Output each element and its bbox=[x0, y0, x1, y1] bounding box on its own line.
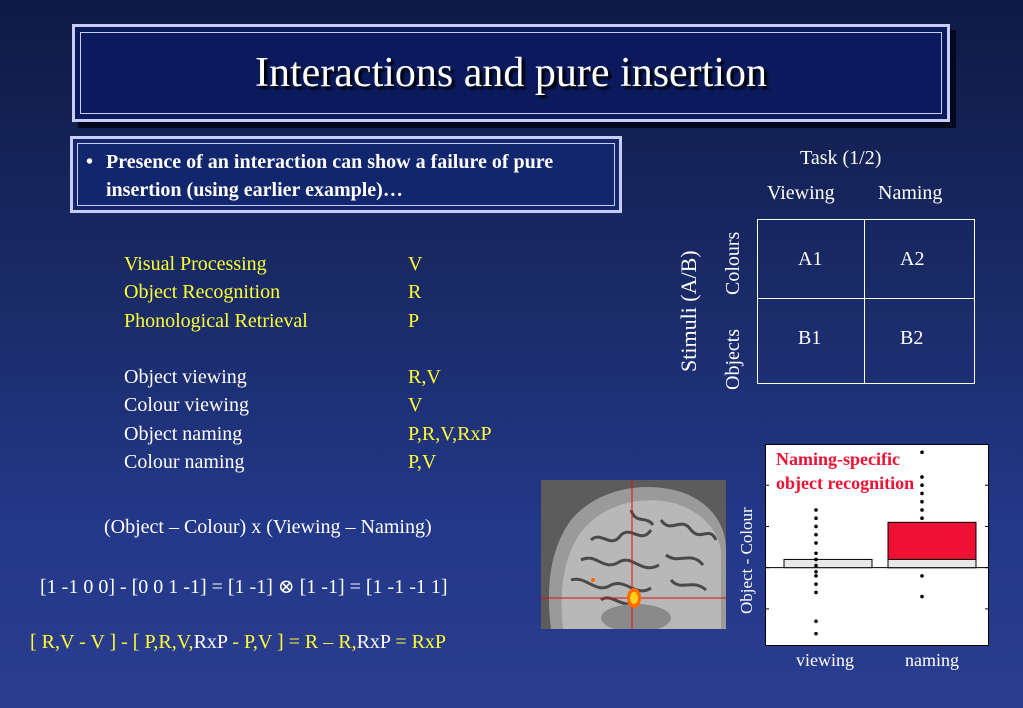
vector-equation: [1 -1 0 0] - [0 0 1 -1] = [1 -1] ⊗ [1 -1… bbox=[40, 576, 448, 598]
process-row: Visual Processing V bbox=[124, 250, 492, 278]
bar-viewing bbox=[783, 558, 873, 569]
process-name: Object Recognition bbox=[124, 281, 281, 304]
title-inner-frame: Interactions and pure insertion bbox=[80, 32, 942, 114]
bullet-inner-frame: • Presence of an interaction can show a … bbox=[77, 143, 615, 206]
cell-a1: A1 bbox=[798, 248, 823, 270]
data-point-naming bbox=[920, 491, 924, 496]
process-table: Visual Processing V Object Recognition R… bbox=[124, 250, 492, 476]
expansion-part: - P,V ] = R – R, bbox=[227, 631, 357, 653]
data-point-viewing bbox=[814, 516, 818, 521]
data-point-naming bbox=[920, 499, 924, 504]
plot-annotation: Naming-specific object recognition bbox=[776, 447, 915, 495]
expansion-part: RxP bbox=[356, 631, 391, 653]
cerebellum bbox=[601, 604, 671, 629]
grid-divider bbox=[758, 298, 974, 299]
data-point-viewing bbox=[814, 631, 818, 636]
cell-b2: B2 bbox=[900, 327, 924, 349]
plot-x-label-viewing: viewing bbox=[796, 650, 854, 670]
condition-code: R,V bbox=[408, 366, 441, 389]
rows-axis-label: Stimuli (A/B) bbox=[676, 250, 701, 372]
process-name: Visual Processing bbox=[124, 253, 267, 275]
condition-row: Object naming P,R,V,RxP bbox=[124, 420, 492, 448]
data-point-viewing bbox=[814, 524, 818, 529]
data-point-viewing bbox=[814, 569, 818, 574]
data-point-viewing bbox=[814, 619, 818, 624]
process-row: Phonological Retrieval P bbox=[124, 307, 492, 335]
bullet-frame: • Presence of an interaction can show a … bbox=[70, 136, 622, 213]
slide-title: Interactions and pure insertion bbox=[255, 50, 767, 96]
process-code: R bbox=[408, 281, 422, 304]
data-point-viewing bbox=[814, 590, 818, 595]
data-point-viewing bbox=[814, 557, 818, 562]
condition-name: Colour viewing bbox=[124, 394, 249, 417]
data-point-naming bbox=[920, 475, 924, 479]
expansion-part: = RxP bbox=[390, 631, 447, 653]
plot-annotation-line: Naming-specific bbox=[776, 449, 900, 469]
title-frame: Interactions and pure insertion bbox=[72, 24, 950, 122]
data-point-naming bbox=[920, 574, 924, 578]
condition-row: Colour viewing V bbox=[124, 391, 492, 419]
data-point-viewing bbox=[814, 541, 818, 545]
condition-row: Colour naming P,V bbox=[124, 448, 492, 476]
process-row: Object Recognition R bbox=[124, 278, 492, 306]
bullet-text: Presence of an interaction can show a fa… bbox=[106, 151, 554, 201]
condition-name: Object naming bbox=[124, 422, 243, 445]
brain-scan-svg bbox=[541, 480, 726, 629]
bullet-marker: • bbox=[86, 151, 94, 173]
plot-annotation-line: object recognition bbox=[776, 473, 915, 493]
grid-divider bbox=[864, 220, 865, 383]
process-name: Phonological Retrieval bbox=[124, 309, 308, 332]
condition-row: Object viewing R,V bbox=[124, 363, 492, 391]
bar-chart-svg bbox=[765, 444, 989, 646]
expansion-equation: [ R,V - V ] - [ P,R,V,RxP - P,V ] = R – … bbox=[30, 631, 446, 654]
row-label-objects: Objects bbox=[722, 328, 744, 390]
process-code: P bbox=[408, 309, 420, 332]
row-label-colours: Colours bbox=[722, 231, 744, 295]
data-point-naming bbox=[920, 508, 924, 512]
condition-code: P,R,V,RxP bbox=[408, 422, 492, 445]
data-point-naming bbox=[920, 516, 924, 521]
activation-spot bbox=[591, 578, 595, 582]
data-point-viewing bbox=[814, 563, 818, 568]
condition-name: Colour naming bbox=[124, 451, 245, 474]
data-point-naming bbox=[920, 483, 924, 488]
cell-a2: A2 bbox=[900, 248, 925, 270]
spacer bbox=[124, 335, 492, 363]
plot-y-label: Object - Colour bbox=[737, 507, 756, 614]
data-point-viewing bbox=[814, 532, 818, 537]
design-grid: A1 A2 B1 B2 bbox=[757, 219, 975, 384]
bar-naming-baseline bbox=[887, 558, 977, 569]
data-point-viewing bbox=[814, 582, 818, 586]
data-point-naming bbox=[920, 594, 924, 599]
expansion-part: [ R,V - V ] - [ P,R,V, bbox=[30, 631, 194, 653]
plot-x-label-naming: naming bbox=[905, 650, 959, 670]
column-label-viewing: Viewing bbox=[767, 182, 835, 204]
data-point-viewing bbox=[814, 574, 818, 578]
cell-b1: B1 bbox=[798, 327, 822, 349]
activation-core bbox=[630, 592, 638, 604]
bullet-point: • Presence of an interaction can show a … bbox=[86, 148, 606, 204]
data-point-naming bbox=[920, 450, 924, 455]
condition-code: P,V bbox=[408, 451, 437, 474]
plot-frame bbox=[765, 444, 989, 646]
contrast-label: (Object – Colour) x (Viewing – Naming) bbox=[104, 516, 432, 538]
expansion-part: RxP bbox=[193, 631, 228, 653]
design-title: Task (1/2) bbox=[800, 147, 882, 169]
condition-code: V bbox=[408, 394, 423, 417]
brain-scan-image bbox=[541, 480, 726, 629]
process-code: V bbox=[408, 253, 423, 275]
condition-name: Object viewing bbox=[124, 366, 247, 389]
data-point-viewing bbox=[814, 551, 818, 556]
data-point-viewing bbox=[814, 508, 818, 512]
column-label-naming: Naming bbox=[878, 182, 943, 204]
